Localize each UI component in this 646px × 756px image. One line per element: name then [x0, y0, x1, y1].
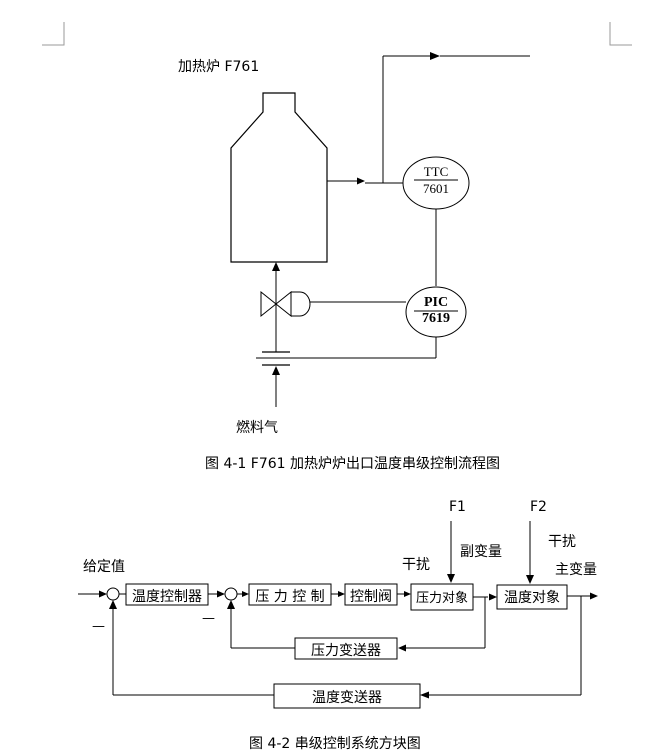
- temperature-object-block: [496, 584, 568, 610]
- disturbance-2-label: 干扰: [548, 534, 576, 550]
- figure2-caption: 图 4-2 串级控制系统方块图: [249, 736, 421, 752]
- ttc-tag-top: TTC: [424, 164, 449, 179]
- sum2-input-arrow: [217, 590, 225, 598]
- summing-junction-1: [106, 587, 120, 601]
- figure1-caption: 图 4-1 F761 加热炉炉出口温度串级控制流程图: [205, 456, 500, 472]
- setpoint-input-arrow: [99, 590, 107, 598]
- minus-sign-2: —: [202, 611, 215, 626]
- temperature-transmitter-block: [273, 683, 421, 709]
- fuel-label: 燃料气: [236, 419, 278, 436]
- sum1-feedback-arrow: [109, 600, 117, 609]
- furnace-label: 加热炉 F761: [178, 59, 259, 75]
- sum2-feedback-arrow: [227, 600, 235, 609]
- pic-tag-bottom: 7619: [422, 311, 450, 326]
- pressure-transmitter-input-arrow: [398, 644, 406, 652]
- pressure-control-label: 压 力 控 制: [255, 589, 324, 605]
- primary-variable-label: 主变量: [555, 562, 597, 578]
- temperature-controller-label: 温度控制器: [132, 589, 202, 605]
- pressure-object-block: [410, 583, 474, 611]
- disturbance-1-label: 干扰: [402, 557, 430, 573]
- pressure-object-input-arrow: [404, 591, 411, 597]
- fuel-supply-arrow: [272, 366, 280, 375]
- minus-sign-1: —: [92, 619, 105, 634]
- temperature-transmitter-label: 温度变送器: [312, 690, 382, 706]
- crop-marks: [42, 22, 632, 46]
- valve-input-arrow: [338, 591, 345, 597]
- outlet-arrow: [357, 177, 365, 185]
- f2-label: F2: [530, 499, 547, 515]
- pressure-object-label: 压力对象: [416, 591, 468, 606]
- control-valve-symbol: [260, 290, 311, 318]
- control-valve-label: 控制阀: [350, 589, 392, 605]
- secondary-variable-label: 副变量: [460, 544, 502, 560]
- setpoint-label: 给定值: [83, 559, 125, 575]
- pressure-transmitter-label: 压力变送器: [311, 643, 381, 659]
- output-arrow: [590, 592, 598, 600]
- ttc-instrument: TTC 7601: [402, 156, 470, 210]
- f1-arrow: [447, 574, 455, 583]
- furnace-body: [230, 92, 328, 263]
- temp-object-input-arrow: [489, 593, 497, 601]
- product-outlet-arrow: [430, 52, 440, 60]
- ttc-tag-bottom: 7601: [423, 181, 449, 196]
- pressure-control-input-arrow: [242, 591, 249, 597]
- block-diagram: 给定值 — 温度控制器 — 压 力 控 制 控制阀 压力对象 F1: [78, 499, 598, 752]
- summing-junction-2: [224, 587, 238, 601]
- temperature-transmitter-input-arrow: [420, 691, 429, 699]
- f2-arrow: [526, 575, 534, 584]
- pic-tag-top: PIC: [424, 295, 448, 310]
- process-flow-diagram: 加热炉 F761 TTC 7601 PIC 7619: [178, 52, 530, 472]
- f1-label: F1: [449, 499, 466, 515]
- pic-instrument: PIC 7619: [405, 286, 467, 338]
- temperature-object-label: 温度对象: [504, 590, 560, 606]
- fuel-feed-arrow: [272, 262, 280, 271]
